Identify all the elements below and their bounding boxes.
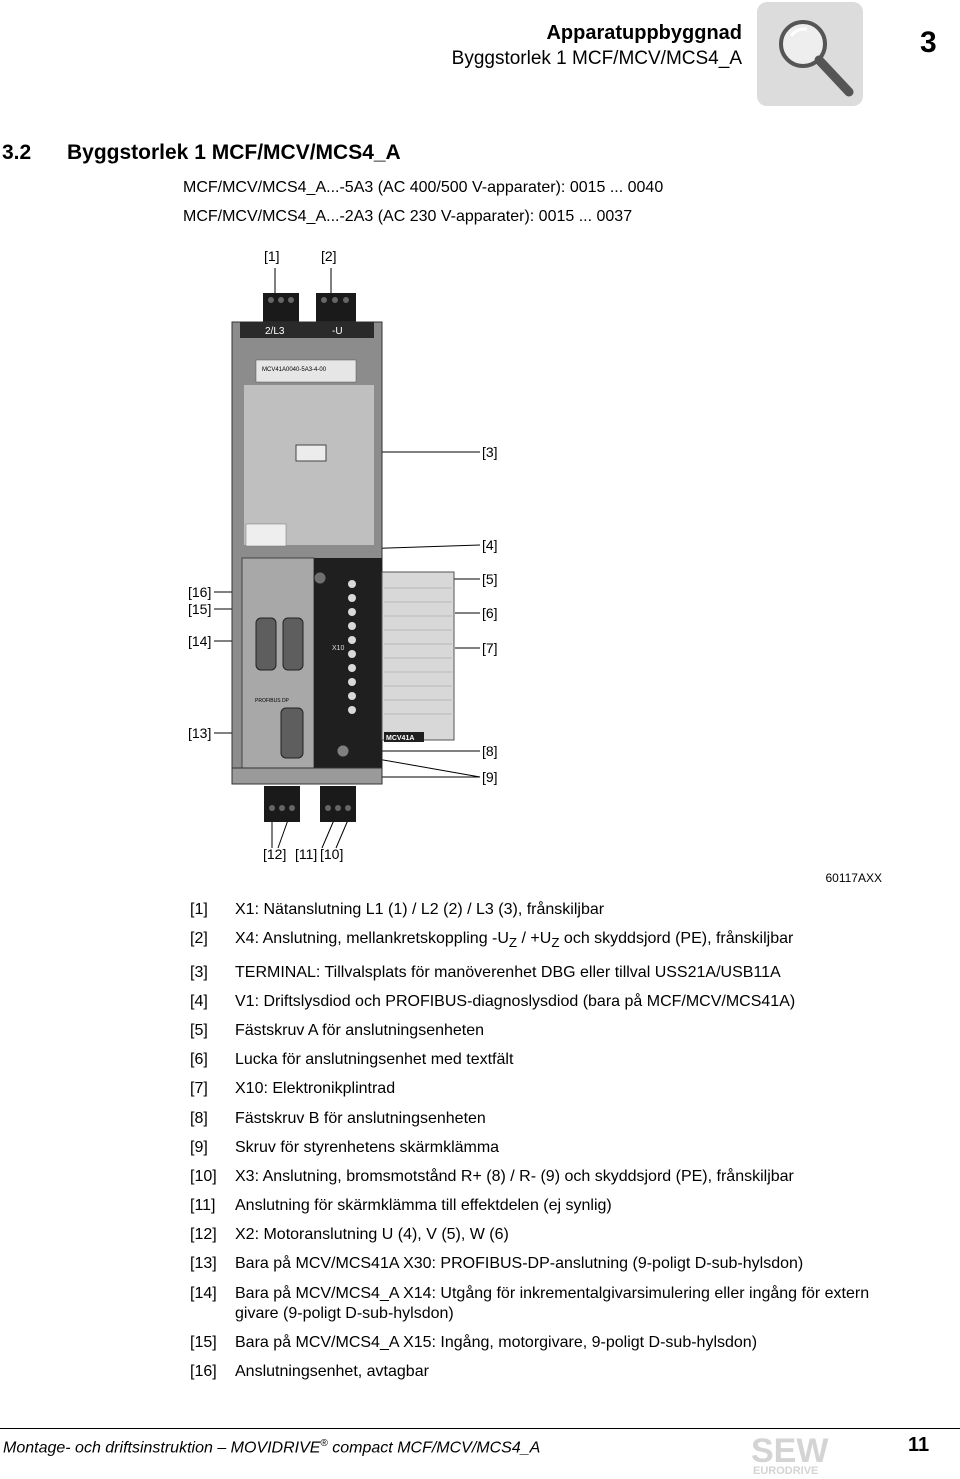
section-number: 3.2 (2, 141, 32, 164)
callout-13: [13] (188, 725, 212, 741)
magnifier-icon (757, 2, 863, 106)
legend-number: [1] (190, 901, 208, 918)
legend-item: [10] X3: Anslutning, bromsmotstånd R+ (8)… (190, 1167, 890, 1187)
legend-number: [2] (190, 930, 208, 948)
legend-item: [8] Fästskruv B för anslutningsenheten (190, 1109, 890, 1129)
x30-label: PROFIBUS DP (255, 698, 290, 704)
legend-text: Bara på MCV/MCS4_A X14: Utgång för inkre… (235, 1284, 870, 1322)
legend-number: [14] (190, 1284, 217, 1302)
callout-8: [8] (482, 743, 498, 759)
legend-text: X10: Elektronikplintrad (235, 1080, 396, 1098)
model-label: MCV41A0040-5A3-4-00 (262, 367, 327, 373)
device-figure: 2/L3 -U MCV41A0040-5A3-4-00 X10 (0, 240, 960, 890)
svg-text:EURODRIVE: EURODRIVE (753, 1465, 818, 1476)
legend-item: [7] X10: Elektronikplintrad (190, 1079, 890, 1099)
footer-text: Montage- och driftsinstruktion – MOVIDRI… (3, 1438, 541, 1457)
header-title: Apparatuppbyggnad (546, 22, 742, 44)
legend-item: [2] X4: Anslutning, mellankretskoppling -… (190, 929, 890, 953)
section-title: Byggstorlek 1 MCF/MCV/MCS4_A (67, 141, 401, 164)
legend-text: TERMINAL: Tillvalsplats för manöverenhet… (235, 963, 781, 981)
legend-item: [4] V1: Driftslysdiod och PROFIBUS-diagno… (190, 992, 890, 1012)
chapter-number: 3 (920, 26, 937, 59)
callout-11: [11] (295, 846, 318, 862)
legend-number: [13] (190, 1255, 217, 1273)
legend-item: [13] Bara på MCV/MCS41A X30: PROFIBUS-DP-… (190, 1254, 890, 1274)
legend-number: [9] (190, 1138, 208, 1156)
legend-item: [1] X1: Nätanslutning L1 (1) / L2 (2) / L… (190, 900, 890, 920)
legend-item: [15] Bara på MCV/MCS4_A X15: Ingång, moto… (190, 1333, 890, 1353)
legend-item: [11] Anslutning för skärmklämma till effe… (190, 1196, 890, 1216)
page-number: 11 (908, 1434, 930, 1456)
legend-text: V1: Driftslysdiod och PROFIBUS-diagnosly… (235, 992, 796, 1010)
legend-text: Bara på MCV/MCS41A X30: PROFIBUS-DP-ansl… (235, 1255, 804, 1273)
terminal-label: -U (332, 326, 343, 337)
legend-text: Fästskruv A för anslutningsenheten (235, 1021, 485, 1039)
legend-text: X2: Motoranslutning U (4), V (5), W (6) (235, 1226, 509, 1244)
legend-number: [7] (190, 1080, 208, 1098)
svg-text:SEW: SEW (751, 1432, 829, 1470)
callout-4: [4] (482, 537, 498, 553)
legend-number: [5] (190, 1021, 208, 1039)
callout-12: [12] (263, 846, 287, 862)
intro-line-2: MCF/MCV/MCS4_A...-2A3 (AC 230 V-apparate… (183, 208, 633, 225)
legend-number: [4] (190, 992, 208, 1010)
legend-number: [16] (190, 1363, 217, 1380)
callout-14: [14] (188, 633, 212, 649)
legend-text: Lucka för anslutningsenhet med textfält (235, 1051, 514, 1069)
legend-item: [12] X2: Motoranslutning U (4), V (5), W … (190, 1225, 890, 1245)
legend-text: Anslutningsenhet, avtagbar (235, 1363, 429, 1380)
legend-number: [6] (190, 1051, 208, 1069)
legend-text: Fästskruv B för anslutningsenheten (235, 1109, 486, 1127)
legend-text: Bara på MCV/MCS4_A X15: Ingång, motorgiv… (235, 1333, 758, 1351)
legend-number: [3] (190, 963, 208, 981)
intro-line-1: MCF/MCV/MCS4_A...-5A3 (AC 400/500 V-appa… (183, 179, 664, 196)
device-illustration: 2/L3 -U MCV41A0040-5A3-4-00 X10 (214, 268, 481, 849)
legend-number: [8] (190, 1109, 208, 1127)
legend-number: [12] (190, 1226, 217, 1244)
callout-3: [3] (482, 444, 498, 460)
callout-15: [15] (188, 601, 212, 617)
x10-label: X10 (332, 645, 345, 652)
svg-text:2/L3: 2/L3 (265, 326, 285, 337)
footer-divider (0, 1428, 960, 1429)
callout-10: [10] (320, 846, 344, 862)
legend-text: X1: Nätanslutning L1 (1) / L2 (2) / L3 (… (235, 901, 605, 918)
legend-list: [1] X1: Nätanslutning L1 (1) / L2 (2) / L… (190, 900, 890, 1391)
callout-5: [5] (482, 571, 498, 587)
legend-text: Skruv för styrenhetens skärmklämma (235, 1138, 500, 1156)
legend-number: [11] (190, 1197, 216, 1215)
header-subtitle: Byggstorlek 1 MCF/MCV/MCS4_A (451, 48, 742, 69)
badge-label: MCV41A (386, 735, 414, 742)
callout-7: [7] (482, 640, 498, 656)
callout-9: [9] (482, 769, 498, 785)
legend-item: [14] Bara på MCV/MCS4_A X14: Utgång för i… (190, 1284, 890, 1324)
callout-1: [1] (264, 248, 280, 264)
callout-2: [2] (321, 248, 337, 264)
callout-6: [6] (482, 605, 498, 621)
callout-16: [16] (188, 584, 212, 600)
legend-item: [6] Lucka för anslutningsenhet med textfä… (190, 1050, 890, 1070)
legend-item: [9] Skruv för styrenhetens skärmklämma (190, 1138, 890, 1158)
legend-text: X4: Anslutning, mellankretskoppling -UZ … (235, 930, 794, 951)
legend-number: [10] (190, 1167, 217, 1185)
legend-item: [16] Anslutningsenhet, avtagbar (190, 1362, 890, 1382)
legend-text: Anslutning för skärmklämma till effektde… (235, 1197, 612, 1215)
legend-number: [15] (190, 1333, 217, 1351)
sew-eurodrive-logo: SEW EURODRIVE (745, 1430, 863, 1477)
legend-item: [3] TERMINAL: Tillvalsplats för manöveren… (190, 963, 890, 983)
legend-text: X3: Anslutning, bromsmotstånd R+ (8) / R… (235, 1167, 794, 1185)
figure-id: 60117AXX (825, 871, 883, 885)
legend-item: [5] Fästskruv A för anslutningsenheten (190, 1021, 890, 1041)
